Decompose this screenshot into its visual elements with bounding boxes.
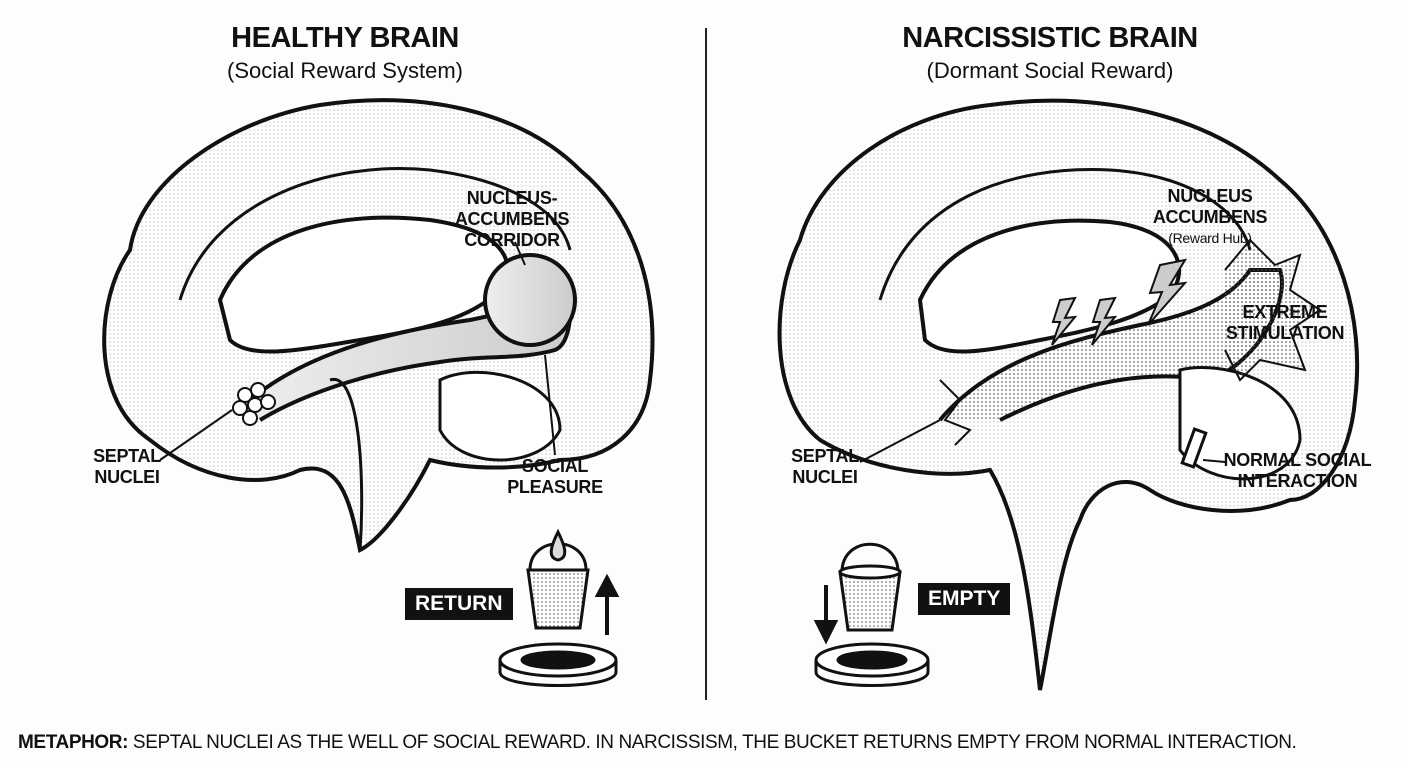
empty-tag: EMPTY <box>918 583 1011 615</box>
full-bucket-icon <box>526 528 590 630</box>
well-icon <box>498 642 618 687</box>
arrow-up-icon <box>594 573 620 635</box>
left-subtitle: (Social Reward System) <box>227 58 463 83</box>
caption: METAPHOR: SEPTAL NUCLEI AS THE WELL OF S… <box>18 732 1297 754</box>
label-line: NUCLEUS <box>1167 186 1253 206</box>
label-line: ACCUMBENS <box>1152 207 1268 227</box>
label-line: SEPTAL <box>791 446 859 466</box>
label-line: NUCLEUS- <box>466 188 558 208</box>
right-subtitle: (Dormant Social Reward) <box>926 58 1174 83</box>
label-extreme-stimulation: EXTREME STIMULATION <box>1220 302 1350 344</box>
label-line: CORRIDOR <box>464 230 560 250</box>
label-septal-nuclei-left: SEPTAL NUCLEI <box>82 446 172 488</box>
narcissistic-brain-drawing <box>777 98 1360 691</box>
lightning-icon <box>1147 258 1188 326</box>
label-line: PLEASURE <box>507 477 603 497</box>
right-title: NARCISSISTIC BRAIN <box>902 22 1198 54</box>
label-line: SEPTAL <box>93 446 161 466</box>
caption-text: SEPTAL NUCLEI AS THE WELL OF SOCIAL REWA… <box>128 732 1297 753</box>
lightning-icon <box>1091 296 1118 346</box>
blocked-connector-icon <box>1180 427 1208 469</box>
caption-lead: METAPHOR: <box>18 732 129 753</box>
label-line: INTERACTION <box>1237 471 1358 491</box>
well-icon <box>814 642 930 687</box>
label-nucleus-accumbens-corridor: NUCLEUS- ACCUMBENS CORRIDOR <box>452 188 572 251</box>
label-line: NORMAL SOCIAL <box>1223 450 1372 470</box>
empty-bucket-icon <box>838 542 902 632</box>
septal-cluster-icon <box>232 382 276 426</box>
label-note: (Reward Hub) <box>1168 230 1252 246</box>
return-tag: RETURN <box>405 588 513 620</box>
left-title: HEALTHY BRAIN <box>231 22 459 54</box>
label-social-pleasure: SOCIAL PLEASURE <box>505 456 605 498</box>
label-nucleus-accumbens-hub: NUCLEUS ACCUMBENS (Reward Hub) <box>1150 186 1270 249</box>
lightning-icon <box>1051 296 1078 346</box>
label-line: NUCLEI <box>94 467 160 487</box>
label-line: ACCUMBENS <box>454 209 570 229</box>
label-line: EXTREME <box>1242 302 1328 322</box>
label-line: STIMULATION <box>1225 323 1345 343</box>
label-normal-social-interaction: NORMAL SOCIAL INTERACTION <box>1215 450 1380 492</box>
healthy-brain-drawing <box>102 98 655 553</box>
label-line: SOCIAL <box>521 456 589 476</box>
label-septal-nuclei-right: SEPTAL NUCLEI <box>780 446 870 488</box>
label-line: NUCLEI <box>792 467 858 487</box>
arrow-down-icon <box>813 585 839 645</box>
